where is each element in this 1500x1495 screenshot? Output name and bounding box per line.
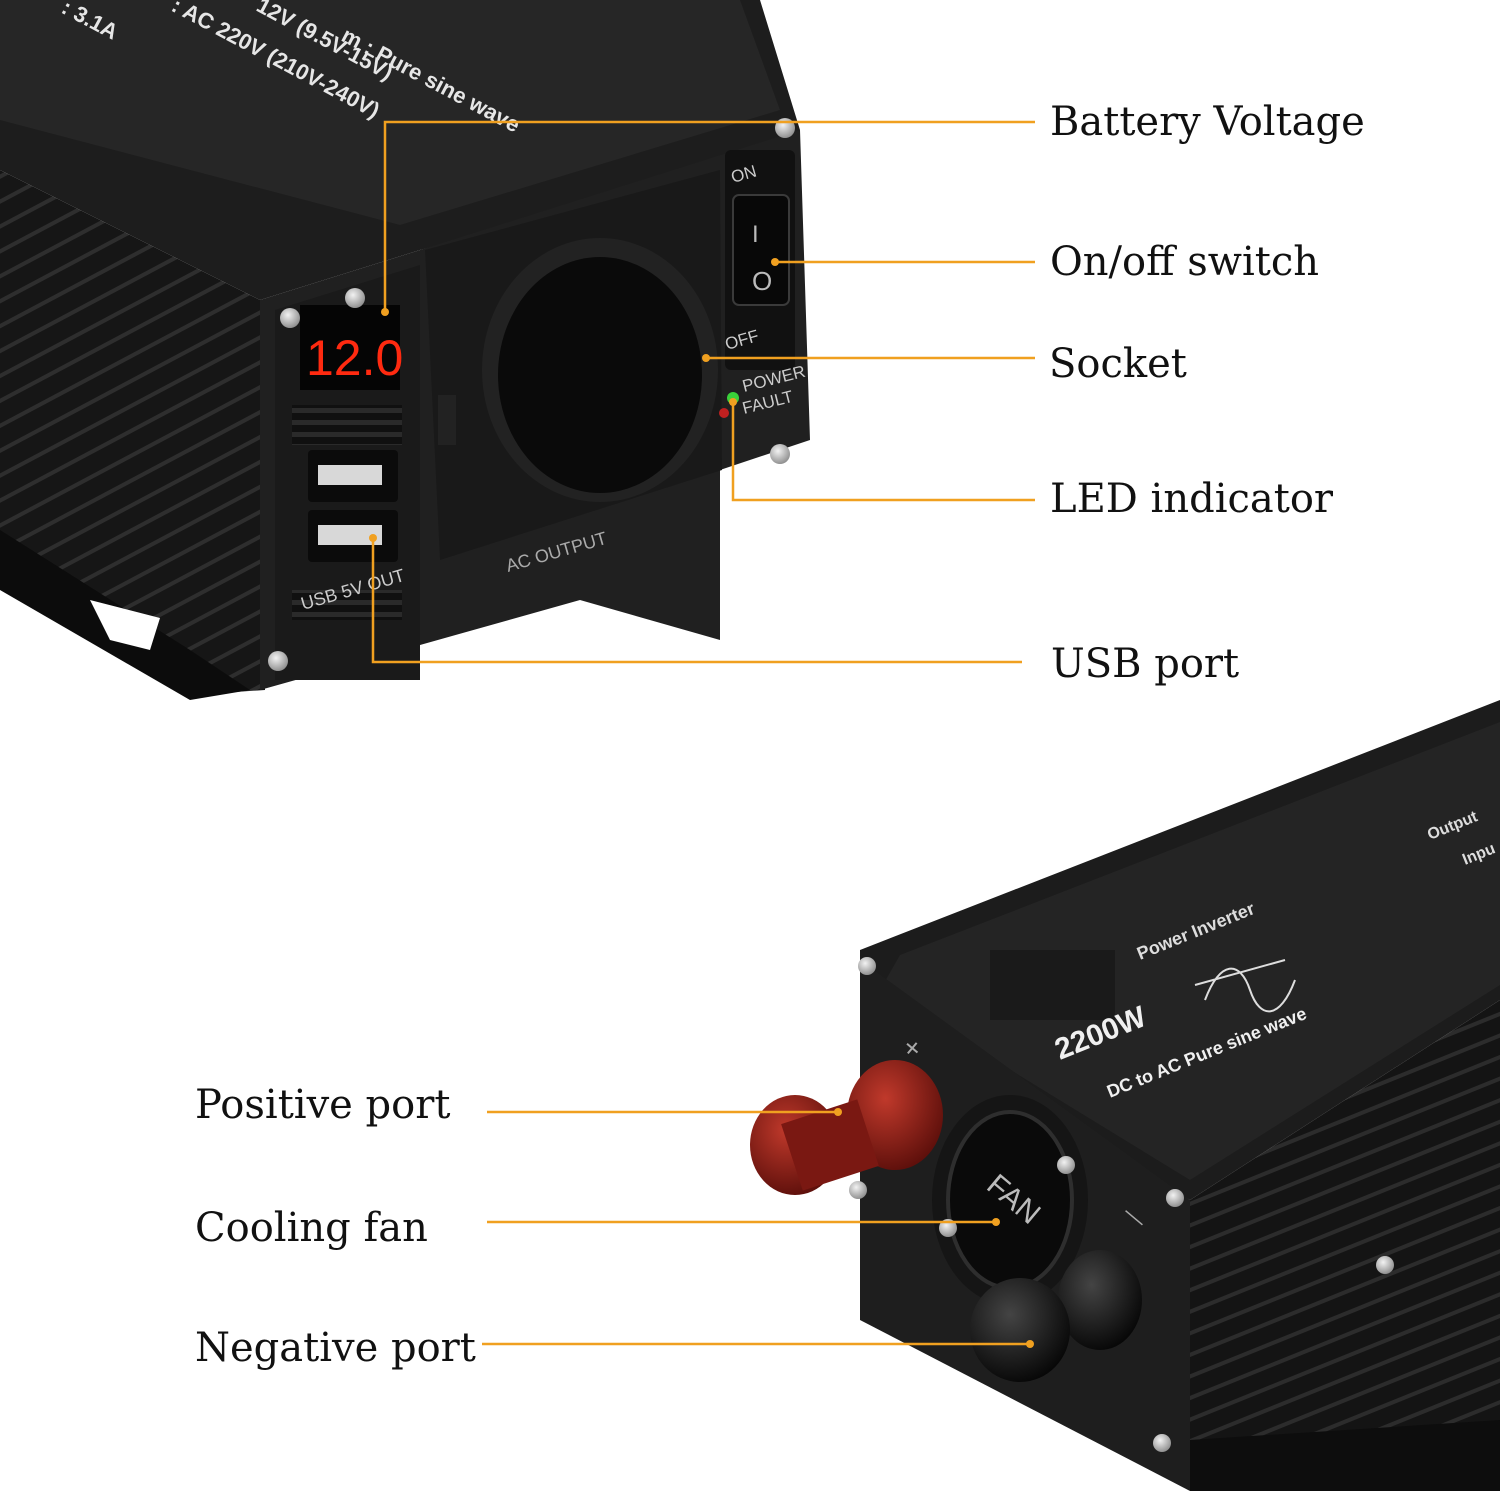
rocker-switch	[732, 194, 790, 306]
socket-recess	[498, 257, 702, 493]
callout-negative-port: Negative port	[195, 1325, 476, 1371]
screw	[849, 1181, 867, 1199]
bottom-inverter: FAN + — Power Inverter 2200W DC to AC Pu…	[750, 700, 1500, 1491]
negative-terminal-cap	[970, 1278, 1070, 1382]
vent-top	[292, 405, 402, 445]
voltage-display	[300, 305, 400, 390]
leader-usb-port	[371, 538, 1022, 664]
callout-socket: Socket	[1049, 341, 1187, 387]
switch-i-glyph: I	[752, 221, 759, 248]
leader-lines	[371, 120, 1035, 1346]
screw	[1166, 1189, 1184, 1207]
sine-wave-icon	[1194, 959, 1296, 1013]
negative-terminal-base	[1058, 1250, 1142, 1350]
callout-cooling-fan: Cooling fan	[195, 1205, 428, 1251]
callout-led-indicator: LED indicator	[1050, 476, 1334, 522]
top-inverter: I O ON OFF POWER FAULT 12.0 USB 5V OUT A…	[0, 0, 810, 700]
leader-led-indicator	[731, 402, 1035, 502]
screw	[268, 651, 288, 671]
fault-led	[719, 408, 729, 418]
screw	[858, 957, 876, 975]
screw	[1153, 1434, 1171, 1452]
screw	[1057, 1156, 1075, 1174]
callout-battery-voltage: Battery Voltage	[1050, 99, 1365, 145]
leader-dots	[369, 258, 1034, 1348]
screw	[345, 288, 365, 308]
voltage-display-value: 12.0	[306, 330, 403, 386]
screw	[939, 1219, 957, 1237]
switch-o-glyph: O	[752, 266, 772, 296]
screw	[280, 308, 300, 328]
bottom-inverter-fins	[1190, 1000, 1500, 1491]
callout-usb-port: USB port	[1051, 641, 1240, 687]
leader-battery-voltage	[383, 120, 1035, 312]
vent-bottom	[292, 590, 402, 620]
top-inverter-fins	[0, 170, 265, 695]
screw	[770, 444, 790, 464]
screw	[1376, 1256, 1394, 1274]
callout-on-off-switch: On/off switch	[1050, 239, 1320, 285]
callout-positive-port: Positive port	[195, 1082, 451, 1128]
